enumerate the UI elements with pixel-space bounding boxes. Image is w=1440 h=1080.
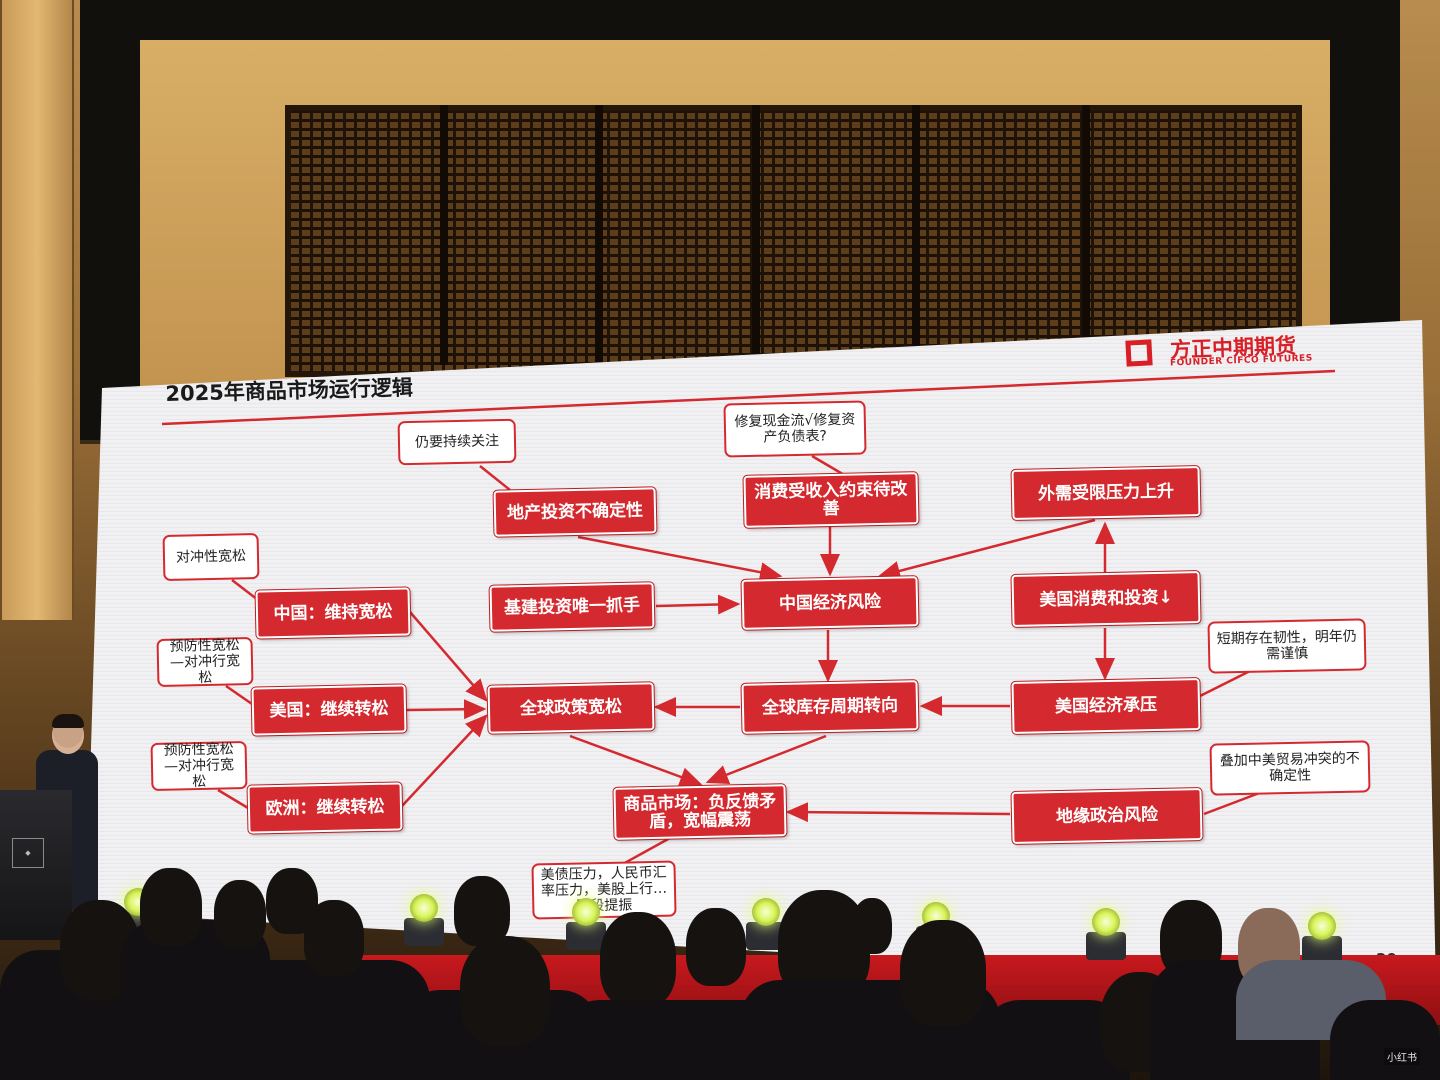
callout-tail — [811, 454, 847, 478]
stage-light — [1302, 912, 1342, 964]
audience-head — [304, 900, 364, 976]
arrow-china-to-easing — [409, 611, 488, 702]
callout-tail — [217, 788, 249, 810]
arrow-geo-to-commodity — [785, 802, 1011, 823]
node-us-pressure: 美国经济承压 — [1011, 678, 1201, 734]
node-commodity-market: 商品市场：负反馈矛盾，宽幅震荡 — [613, 784, 787, 840]
callout-tail — [1203, 790, 1263, 816]
audience-head — [686, 908, 746, 986]
lattice-divider — [595, 105, 603, 365]
node-consumption: 消费受收入约束待改善 — [743, 472, 919, 528]
stage-light — [1086, 908, 1126, 960]
audience-member — [230, 960, 430, 1080]
podium-logo-icon: ◆ — [12, 838, 44, 868]
lattice-divider — [912, 105, 920, 365]
audience-head — [600, 912, 676, 1008]
node-global-easing: 全球政策宽松 — [487, 682, 655, 734]
audience-head — [852, 898, 892, 954]
audience-head — [460, 936, 550, 1046]
arrow-eu-to-easing — [401, 714, 488, 807]
callout-us: 预防性宽松—对冲行宽松 — [156, 637, 254, 687]
arrow-inventory-to-commodity — [705, 734, 827, 785]
callout-geopolitical: 叠加中美贸易冲突的不确定性 — [1209, 740, 1371, 796]
arrow-realestate-to-chinarisk — [577, 535, 783, 583]
wooden-lattice-screen — [285, 105, 1302, 377]
audience-head — [454, 876, 510, 946]
audience-head — [140, 868, 202, 946]
node-infrastructure: 基建投资唯一抓手 — [489, 582, 655, 632]
node-china-risk: 中国经济风险 — [741, 576, 919, 630]
arrow-easing-to-commodity — [569, 734, 703, 787]
callout-china: 对冲性宽松 — [162, 532, 260, 582]
arrow-us-to-easing — [405, 699, 487, 720]
lattice-divider — [440, 105, 448, 365]
node-external-demand: 外需受限压力上升 — [1011, 466, 1201, 520]
callout-tail — [1199, 668, 1253, 698]
node-geopolitical: 地缘政治风险 — [1011, 788, 1203, 844]
node-us-consumption: 美国消费和投资↓ — [1011, 571, 1201, 627]
audience-member — [1330, 1000, 1440, 1080]
node-real-estate: 地产投资不确定性 — [493, 487, 657, 537]
callout-tail — [225, 684, 253, 706]
audience-head — [214, 880, 266, 948]
callout-real-estate: 仍要持续关注 — [397, 418, 517, 466]
title-underline — [161, 369, 1336, 426]
node-eu-policy: 欧洲：继续转松 — [247, 782, 403, 834]
node-china-policy: 中国：维持宽松 — [255, 587, 411, 639]
audience-head — [900, 920, 986, 1026]
arrow-external-to-chinarisk — [877, 518, 1096, 581]
lattice-divider — [752, 105, 760, 365]
node-inventory-cycle: 全球库存周期转向 — [741, 680, 919, 734]
callout-consumption: 修复现金流√修复资产负债表? — [723, 400, 867, 458]
callout-eu: 预防性宽松—对冲行宽松 — [150, 741, 248, 791]
callout-tail — [231, 579, 259, 601]
arrow-infra-to-chinarisk — [655, 594, 741, 615]
watermark: 小红书 — [1384, 1048, 1420, 1065]
callout-us-pressure: 短期存在韧性，明年仍需谨慎 — [1207, 618, 1367, 674]
lattice-divider — [1082, 105, 1090, 365]
callout-tail — [479, 465, 511, 491]
node-us-policy: 美国：继续转松 — [251, 684, 407, 736]
stage-light — [404, 894, 444, 946]
wall-panel-left — [0, 0, 74, 620]
speaker-hair — [52, 714, 84, 728]
stage-light — [566, 898, 606, 950]
